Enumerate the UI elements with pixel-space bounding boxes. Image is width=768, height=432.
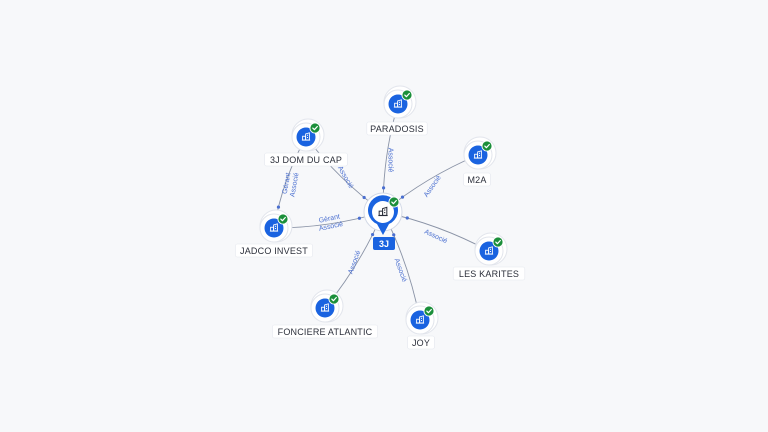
edge-label: Gérant (318, 213, 340, 224)
edge-labels: Associé (423, 174, 443, 198)
center-node[interactable]: 3J (363, 192, 403, 250)
building-icon (484, 246, 494, 255)
edge-label: Associé (387, 148, 394, 173)
check-icon (423, 305, 435, 317)
edge-label: Associé (393, 258, 408, 284)
edge-label: Gérant (282, 172, 293, 194)
edge-labels: Associé (387, 148, 394, 173)
label-background (407, 335, 435, 350)
node-label-text: M2A (467, 175, 486, 185)
node-label: M2A (463, 172, 491, 187)
node-3j-dom-du-cap[interactable]: 3J DOM DU CAP (264, 118, 348, 167)
node-label-text: JOY (412, 338, 430, 348)
node-m2a[interactable]: M2A (463, 136, 497, 187)
building-icon (269, 223, 279, 232)
building-icon (301, 132, 311, 141)
node-label-text: FONCIERE ATLANTIC (278, 327, 373, 337)
check-icon (388, 196, 400, 208)
building-icon (415, 315, 425, 324)
edge-label: Associé (347, 250, 362, 276)
edge-label: Associé (289, 172, 300, 197)
node-label: 3J (373, 237, 395, 250)
node-joy[interactable]: JOY (405, 301, 439, 350)
building-icon (393, 99, 403, 108)
node-label-text: LES KARITES (459, 269, 519, 279)
edge-label: Associé (423, 229, 448, 246)
node-les-karites[interactable]: LES KARITES (452, 232, 526, 281)
node-label: LES KARITES (452, 266, 526, 281)
label-background (235, 243, 313, 258)
node-label-text: JADCO INVEST (240, 246, 308, 256)
edge-labels: Associé (393, 258, 408, 284)
node-label-text: 3J (379, 239, 389, 249)
label-background (366, 121, 428, 136)
edge-arrow (276, 205, 281, 209)
edge-arrow (357, 216, 362, 220)
edge-arrow (400, 195, 405, 199)
node-label-text: 3J DOM DU CAP (270, 155, 342, 165)
nodes: PARADOSIS M2A LES KARITES JOY FONCIERE ATLAN… (235, 85, 526, 350)
label-background (452, 266, 526, 281)
building-icon (473, 150, 483, 159)
node-label: JADCO INVEST (235, 243, 313, 258)
edge-arrow (392, 233, 396, 237)
node-label: FONCIERE ATLANTIC (272, 324, 378, 339)
building-icon (320, 303, 330, 312)
edge-arrow (405, 216, 409, 220)
label-background (373, 237, 395, 250)
edge-label: Associé (318, 221, 344, 233)
label-background (264, 152, 348, 167)
check-icon (481, 140, 493, 152)
node-label-text: PARADOSIS (370, 124, 424, 134)
edge-labels: Associé (336, 165, 354, 190)
node-fonciere-atlantic[interactable]: FONCIERE ATLANTIC (272, 289, 378, 339)
node-label: JOY (407, 335, 435, 350)
node-jadco-invest[interactable]: JADCO INVEST (235, 209, 313, 258)
check-icon (328, 293, 340, 305)
edge-labels: Associé (347, 250, 362, 276)
label-background (272, 324, 378, 339)
check-icon (492, 236, 504, 248)
check-icon (309, 122, 321, 134)
node-label: PARADOSIS (366, 121, 428, 136)
edge-label: Associé (336, 165, 354, 190)
edge-label: Associé (423, 174, 443, 198)
edge-arrow (362, 195, 366, 200)
label-background (463, 172, 491, 187)
node-label: 3J DOM DU CAP (264, 152, 348, 167)
building-icon (378, 206, 388, 217)
edge-arrow (381, 186, 386, 190)
edge-arrow (370, 232, 375, 237)
check-icon (277, 213, 289, 225)
check-icon (401, 89, 413, 101)
node-paradosis[interactable]: PARADOSIS (366, 85, 428, 136)
edge-labels: Associé (423, 229, 448, 246)
